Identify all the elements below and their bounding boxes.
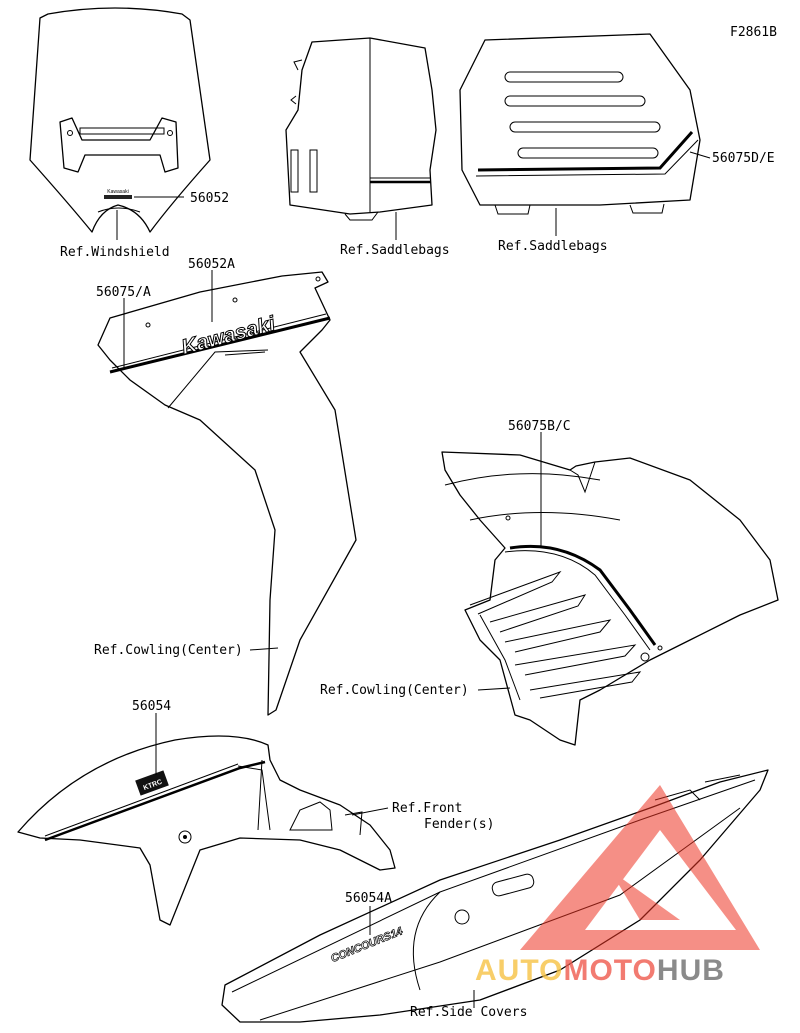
ref-cowling-left: Ref.Cowling(Center) (94, 643, 243, 658)
callout-56075-a: 56075/A (96, 285, 151, 300)
figure-id: F2861B (730, 25, 777, 40)
watermark-triangle-icon (520, 785, 760, 950)
ref-saddlebags-right: Ref.Saddlebags (498, 239, 608, 254)
watermark-auto: AUTO (475, 954, 563, 987)
automotohub-watermark-logo (520, 785, 760, 950)
watermark-moto: MOTO (563, 954, 656, 987)
windshield-decal-text: Kawasaki (107, 189, 128, 195)
ref-side-covers: Ref.Side Covers (410, 1005, 527, 1020)
watermark-hub: HUB (657, 954, 725, 987)
callout-56075b-c: 56075B/C (508, 419, 571, 434)
ref-cowling-right: Ref.Cowling(Center) (320, 683, 469, 698)
callout-56052a: 56052A (188, 257, 235, 272)
callout-56052: 56052 (190, 191, 229, 206)
ref-front-fender-line1: Ref.Front (392, 801, 462, 816)
front-fender (17, 735, 396, 926)
ref-front-fender-line2: Fender(s) (424, 817, 494, 832)
callout-56054: 56054 (132, 699, 171, 714)
callout-56054a: 56054A (345, 891, 392, 906)
cowling-center-left (97, 271, 357, 716)
saddlebag-right (459, 33, 701, 215)
windshield (29, 7, 211, 233)
cowling-center-right (441, 451, 779, 746)
windshield-decal (104, 195, 132, 199)
callout-56075d-e: 56075D/E (712, 151, 775, 166)
ref-windshield: Ref.Windshield (60, 245, 170, 260)
saddlebag-left (285, 37, 437, 221)
watermark-text: AUTOMOTOHUB (475, 954, 725, 987)
ref-saddlebags-left: Ref.Saddlebags (340, 243, 450, 258)
